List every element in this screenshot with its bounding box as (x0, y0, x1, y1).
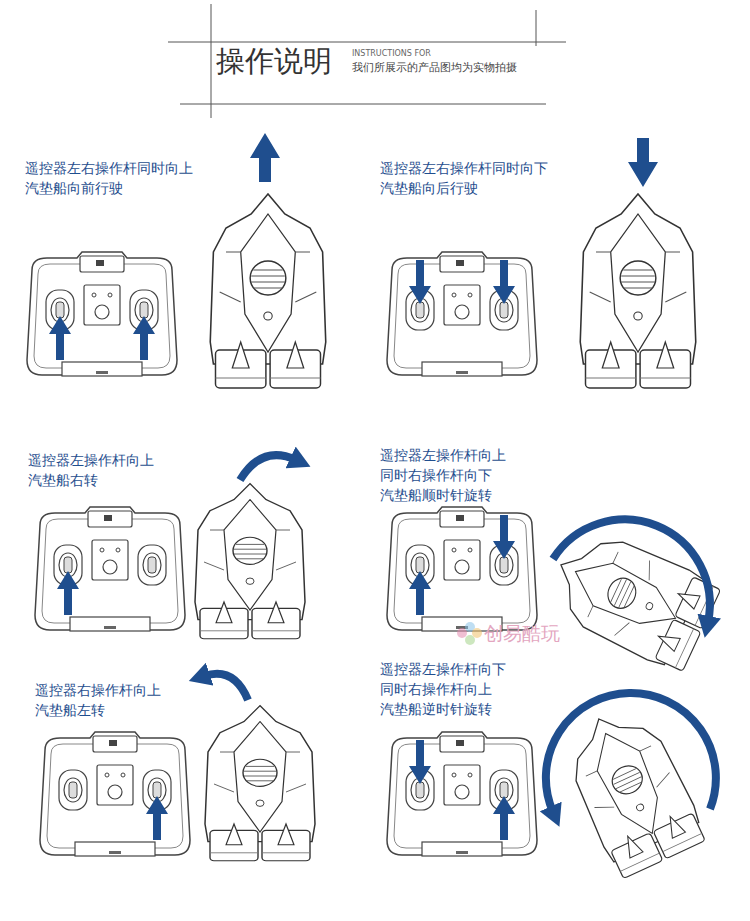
stick-arrow (146, 796, 168, 840)
stick-arrow (57, 571, 79, 615)
watermark-icon (457, 622, 482, 645)
remote-controller (387, 732, 537, 856)
subtitle-english: INSTRUCTIONS FOR (352, 49, 431, 59)
remote-controller (35, 507, 185, 631)
rotation-arrow (546, 693, 716, 812)
stick-arrow (409, 740, 431, 784)
stick-arrow (409, 571, 431, 615)
stick-arrow (49, 316, 71, 360)
watermark: 创易酷玩 (484, 622, 560, 645)
stick-arrow (493, 260, 515, 304)
header-rules (168, 4, 566, 118)
hovercraft (540, 520, 722, 675)
instruction-text: 遥控器左操作杆向上 (28, 452, 154, 468)
turn-arrow (240, 455, 296, 480)
turn-arrow (204, 674, 248, 700)
instruction-text: 同时右操作杆向上 (380, 681, 492, 697)
remote-controller (27, 252, 177, 376)
hovercraft (210, 194, 326, 388)
hovercraft (580, 194, 696, 388)
remote-controller (40, 732, 190, 856)
subtitle: 我们所展示的产品图均为实物拍摄 (352, 61, 517, 74)
direction-arrow (250, 133, 280, 182)
stick-arrow (493, 515, 515, 559)
remote-controller (387, 507, 537, 631)
instruction-text: 遥控器左操作杆向上 (380, 447, 506, 463)
hovercraft (554, 698, 709, 880)
instruction-text: 汽垫船顺时针旋转 (380, 487, 492, 503)
instruction-text: 遥控器左右操作杆同时向下 (380, 160, 548, 176)
instruction-text: 汽垫船右转 (28, 472, 98, 488)
page-title: 操作说明 (216, 44, 332, 79)
instruction-text: 汽垫船逆时针旋转 (380, 701, 492, 717)
hovercraft (205, 706, 315, 861)
instruction-text: 汽垫船向前行驶 (25, 180, 123, 196)
hovercraft (195, 484, 305, 639)
instruction-text: 汽垫船向后行驶 (380, 180, 478, 196)
direction-arrow (628, 138, 658, 187)
remote-controller (387, 252, 537, 376)
stick-arrow (133, 316, 155, 360)
instruction-text: 遥控器右操作杆向上 (35, 682, 161, 698)
instruction-text: 遥控器左右操作杆同时向上 (25, 160, 193, 176)
stick-arrow (493, 796, 515, 840)
instruction-text: 遥控器左操作杆向下 (380, 661, 506, 677)
stick-arrow (409, 260, 431, 304)
instruction-text: 同时右操作杆向下 (380, 467, 492, 483)
instruction-text: 汽垫船左转 (35, 702, 105, 718)
rotation-arrow (553, 519, 710, 622)
